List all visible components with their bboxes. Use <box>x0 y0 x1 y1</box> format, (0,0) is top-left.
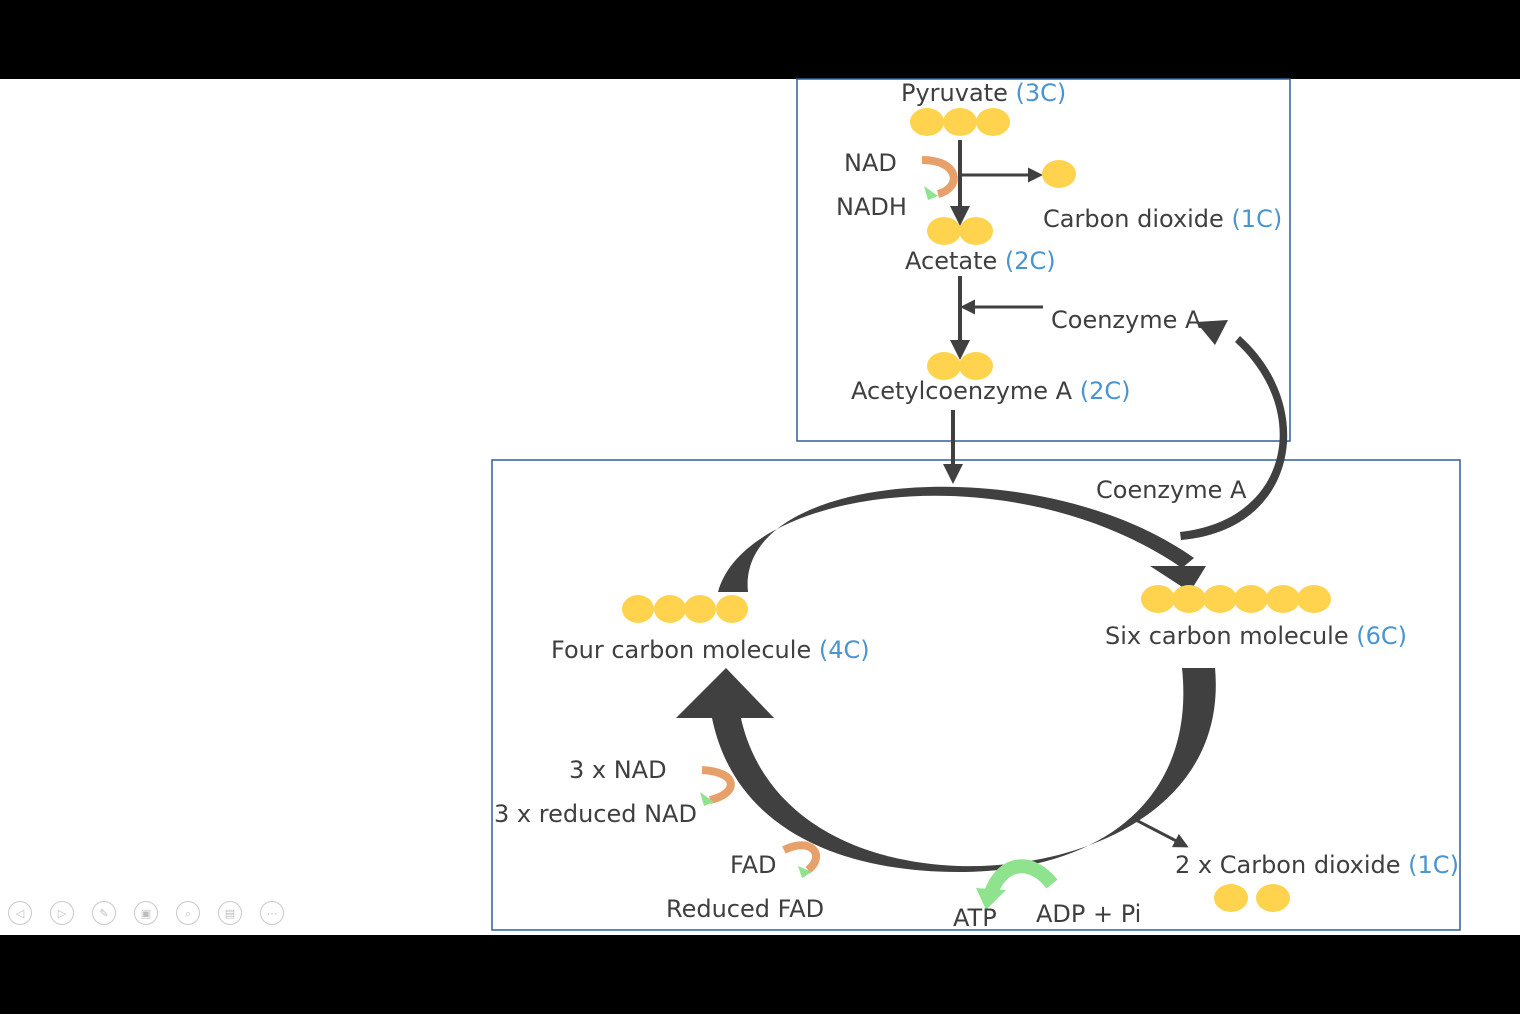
pyruvate-label: Pyruvate (3C) <box>901 79 1066 107</box>
adp-pi-label: ADP + Pi <box>1036 900 1141 928</box>
fad-curl-tip-icon <box>798 866 812 878</box>
three-nad-curl-icon <box>701 766 735 804</box>
nad-label: NAD <box>844 149 897 177</box>
link-reaction-box <box>796 78 1291 442</box>
next-icon[interactable]: ▷ <box>50 901 74 925</box>
cycle-top-arc <box>718 486 1194 592</box>
nad-curl-tip-icon <box>924 186 938 200</box>
krebs-cycle-box <box>491 459 1461 931</box>
six-carbon-label: Six carbon molecule (6C) <box>1105 622 1407 650</box>
slideshow-controls: ◁ ▷ ✎ ▣ ⌕ ▤ ⋯ <box>8 901 284 925</box>
acetylcoa-carbons <box>927 352 993 380</box>
acetate-carbons <box>927 217 993 245</box>
acetate-label: Acetate (2C) <box>905 247 1056 275</box>
fad-curl-icon <box>782 841 820 874</box>
co2-carbon <box>1042 160 1076 188</box>
cycle-left-arrowhead <box>676 668 774 718</box>
three-nad-curl-tip-icon <box>700 792 714 806</box>
coenzyme-a-recycle-arrow <box>1180 336 1288 540</box>
cycle-co2-carbons <box>1214 884 1290 912</box>
zoom-icon[interactable]: ⌕ <box>176 901 200 925</box>
three-nad-label: 3 x NAD <box>569 756 667 784</box>
cycle-bottom-arc <box>712 668 1216 872</box>
four-carbon-label: Four carbon molecule (4C) <box>551 636 870 664</box>
letterbox-top <box>0 0 1520 79</box>
atp-label: ATP <box>953 904 997 932</box>
coenzyme-a-recycle-arrowhead <box>1196 320 1228 345</box>
acetylcoenzyme-a-label: Acetylcoenzyme A (2C) <box>851 377 1130 405</box>
fad-label: FAD <box>730 851 777 879</box>
pen-icon[interactable]: ✎ <box>92 901 116 925</box>
carbon-dioxide-label: Carbon dioxide (1C) <box>1043 205 1282 233</box>
six-carbon-carbons <box>1141 585 1331 613</box>
reduced-fad-label: Reduced FAD <box>666 895 824 923</box>
three-reduced-nad-label: 3 x reduced NAD <box>494 800 697 828</box>
letterbox-bottom <box>0 935 1520 1014</box>
cycle-co2-arrow <box>1131 816 1189 848</box>
prev-icon[interactable]: ◁ <box>8 901 32 925</box>
two-co2-label: 2 x Carbon dioxide (1C) <box>1175 851 1459 879</box>
slides-icon[interactable]: ▣ <box>134 901 158 925</box>
coenzyme-a-top-label: Coenzyme A <box>1051 306 1202 334</box>
subtitle-icon[interactable]: ▤ <box>218 901 242 925</box>
nadh-label: NADH <box>836 193 907 221</box>
four-carbon-carbons <box>622 595 748 623</box>
coenzyme-a-cycle-label: Coenzyme A <box>1096 476 1247 504</box>
more-icon[interactable]: ⋯ <box>260 901 284 925</box>
nad-curl-icon <box>921 156 958 198</box>
atp-curl-arrowhead <box>976 888 1006 910</box>
atp-curl-icon <box>983 859 1058 899</box>
pyruvate-carbons <box>910 108 1010 136</box>
